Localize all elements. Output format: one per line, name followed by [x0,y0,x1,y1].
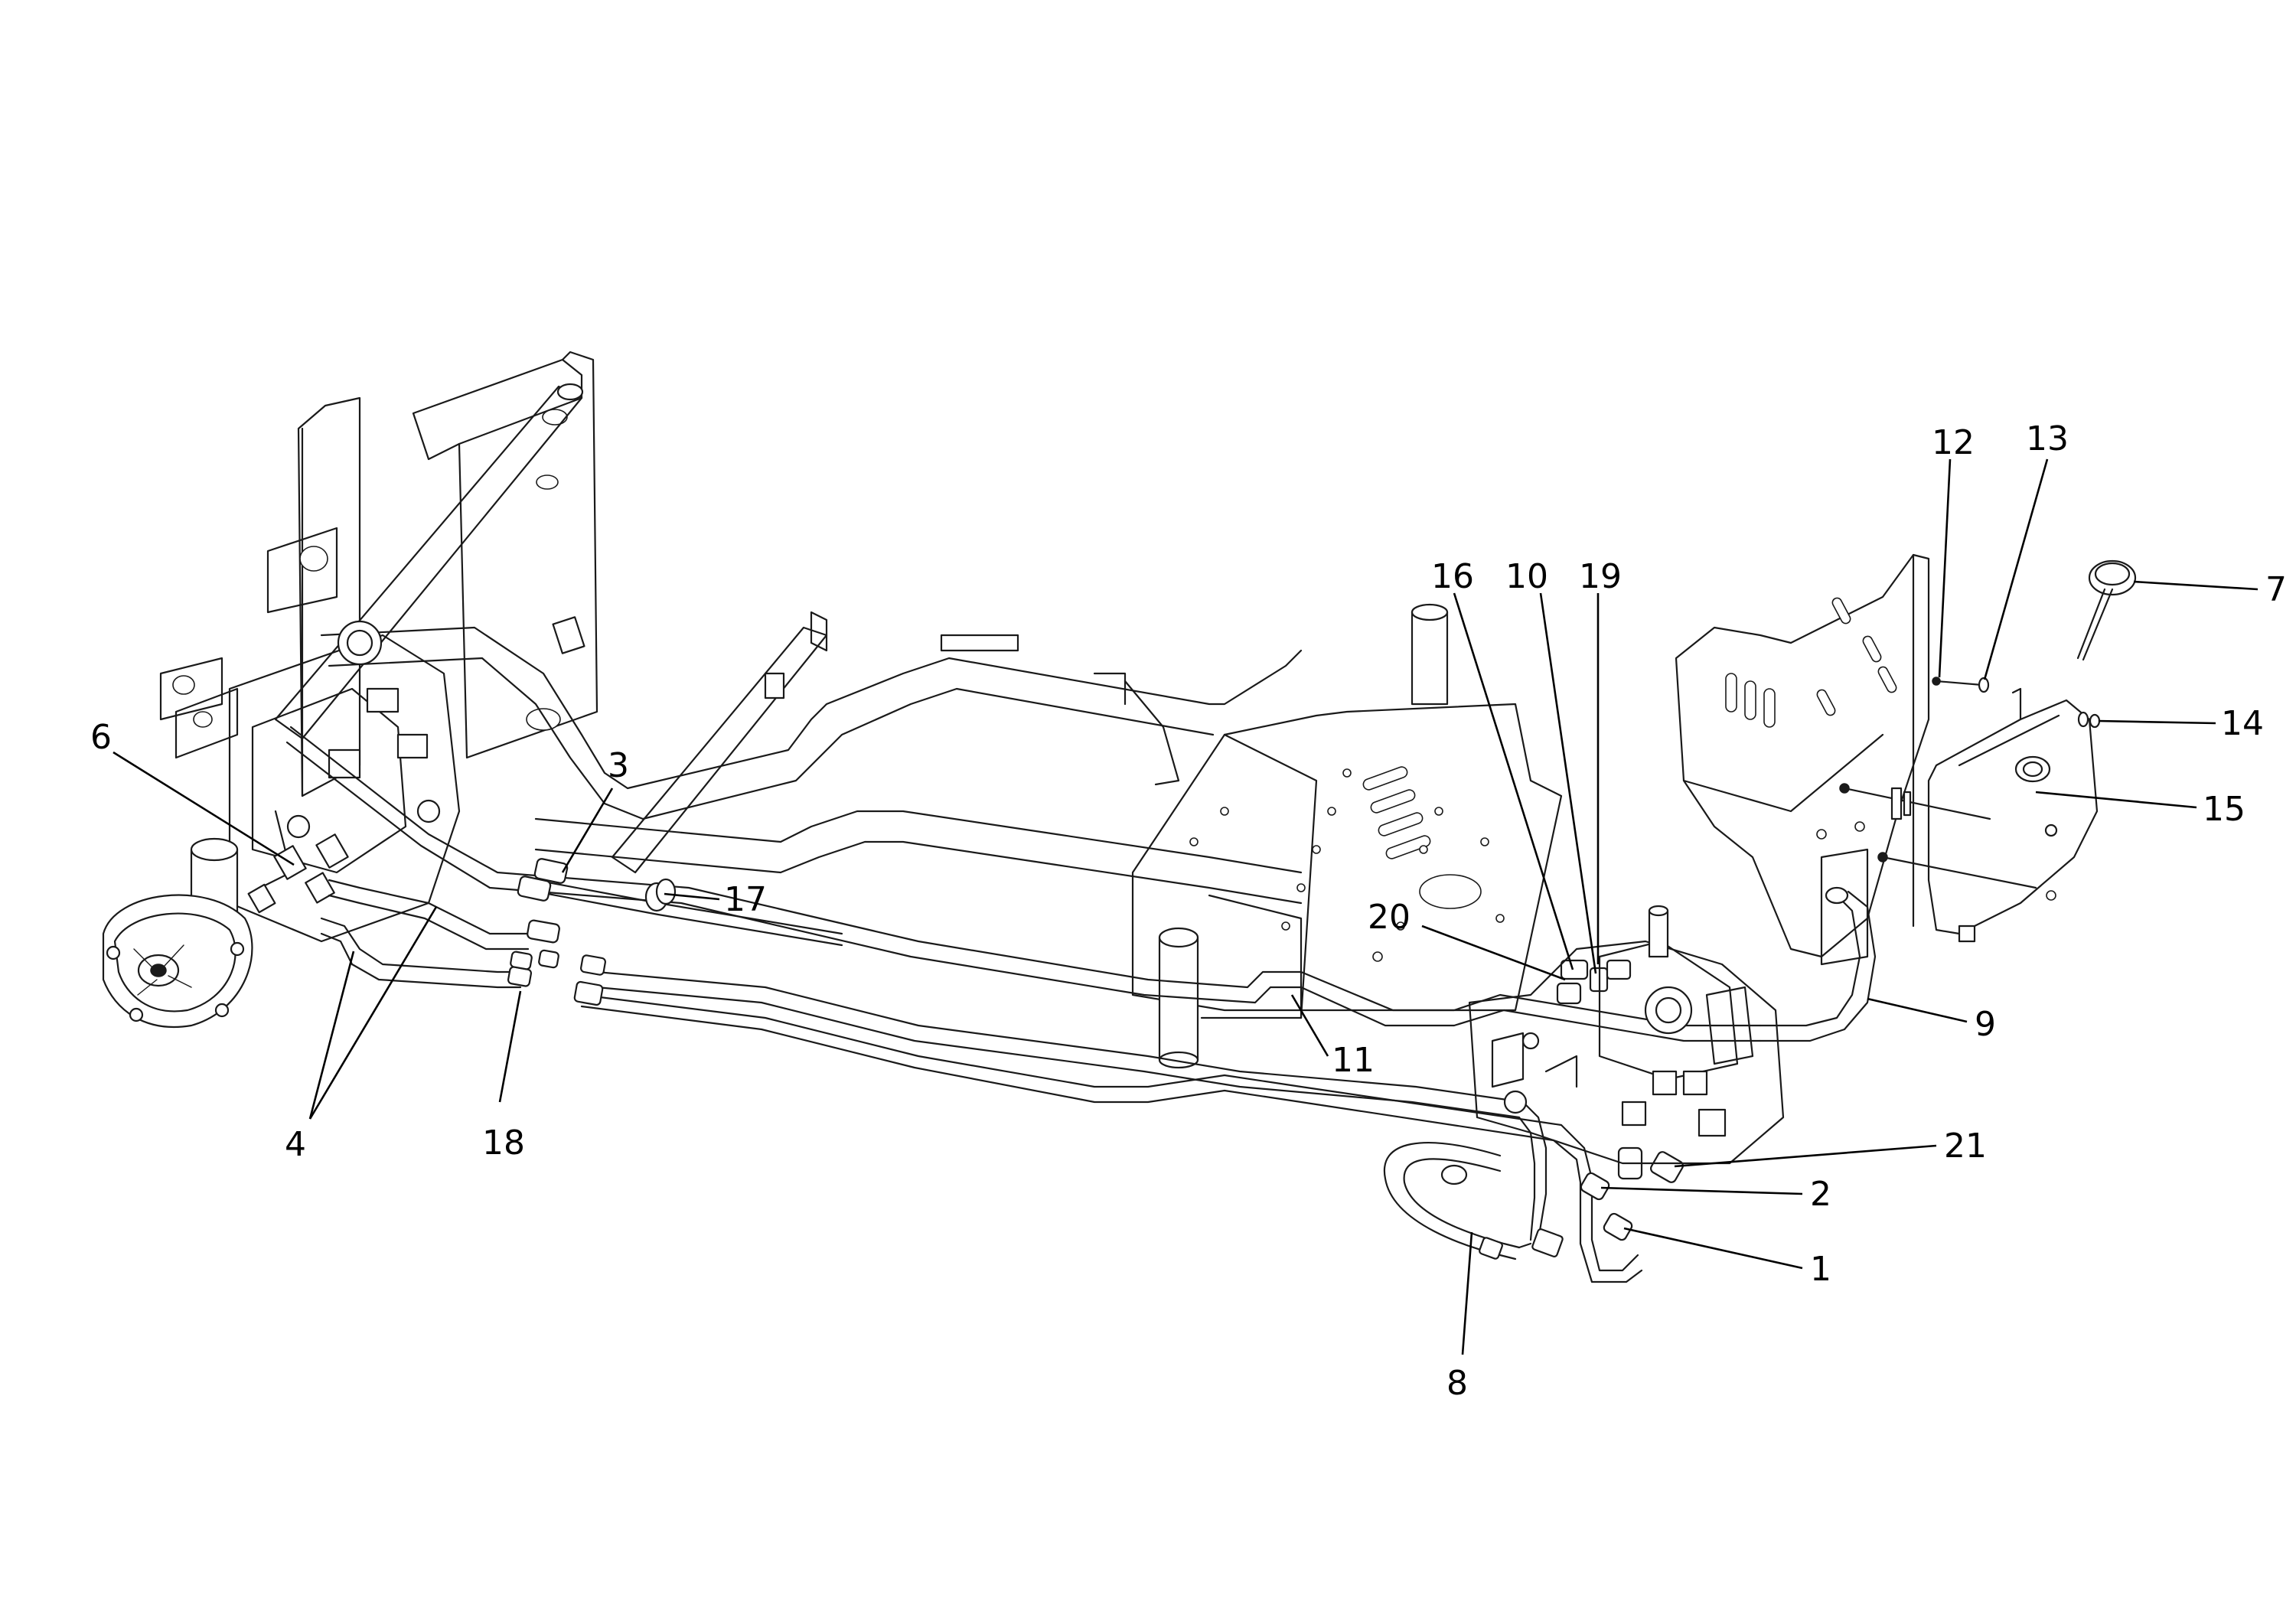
callout-13: 13 [2026,419,2069,458]
callout-10: 10 [1505,557,1548,596]
left-drive-assembly [102,620,461,1028]
callout-1: 1 [1810,1250,1831,1289]
line-fittings [507,858,1684,1241]
frame [159,351,1930,1069]
callout-18: 18 [482,1123,525,1163]
right-drive-assembly [1468,905,1785,1165]
callout-7: 7 [2265,570,2287,609]
leader-12 [1938,458,1952,678]
leader-1 [1623,1227,1803,1270]
callout-4: 4 [285,1125,306,1164]
tank-assembly [1839,559,2137,943]
floor-plate-holes [1189,766,1505,962]
callout-8: 8 [1446,1364,1468,1403]
callout-17: 17 [724,880,767,919]
leader-2 [1600,1186,1803,1195]
callout-19: 19 [1579,557,1622,596]
callout-labels: 6 3 17 4 18 11 20 16 10 19 12 13 7 14 15… [90,419,2287,1403]
leader-21 [1674,1144,1937,1168]
leader-8 [1461,1231,1473,1355]
hydraulic-lines [285,726,1877,1283]
callout-14: 14 [2221,704,2264,743]
callout-12: 12 [1932,423,1975,462]
callout-3: 3 [608,746,629,785]
leader-4b [308,906,438,1120]
callout-21: 21 [1944,1127,1987,1166]
leader-10 [1539,592,1597,974]
callout-6: 6 [90,718,112,757]
callout-20: 20 [1368,898,1411,937]
leader-20 [1421,925,1566,981]
leader-15 [2035,791,2197,809]
leader-6 [113,751,295,866]
callout-11: 11 [1332,1041,1375,1080]
leader-3 [561,788,614,873]
leader-11 [1290,994,1329,1057]
leader-17 [664,892,720,901]
callout-2: 2 [1810,1175,1831,1214]
leader-4a [308,951,355,1120]
leader-9 [1867,997,1968,1023]
leader-13 [1983,458,2049,680]
leader-16 [1453,592,1574,970]
leader-14 [2098,719,2216,725]
callout-15: 15 [2203,790,2245,829]
callout-9: 9 [1975,1005,1996,1044]
leader-18 [498,990,522,1103]
callout-leaders [113,458,2258,1355]
leader-7 [2133,580,2258,591]
bracket-slots [1725,597,1897,840]
callout-16: 16 [1431,557,1474,596]
